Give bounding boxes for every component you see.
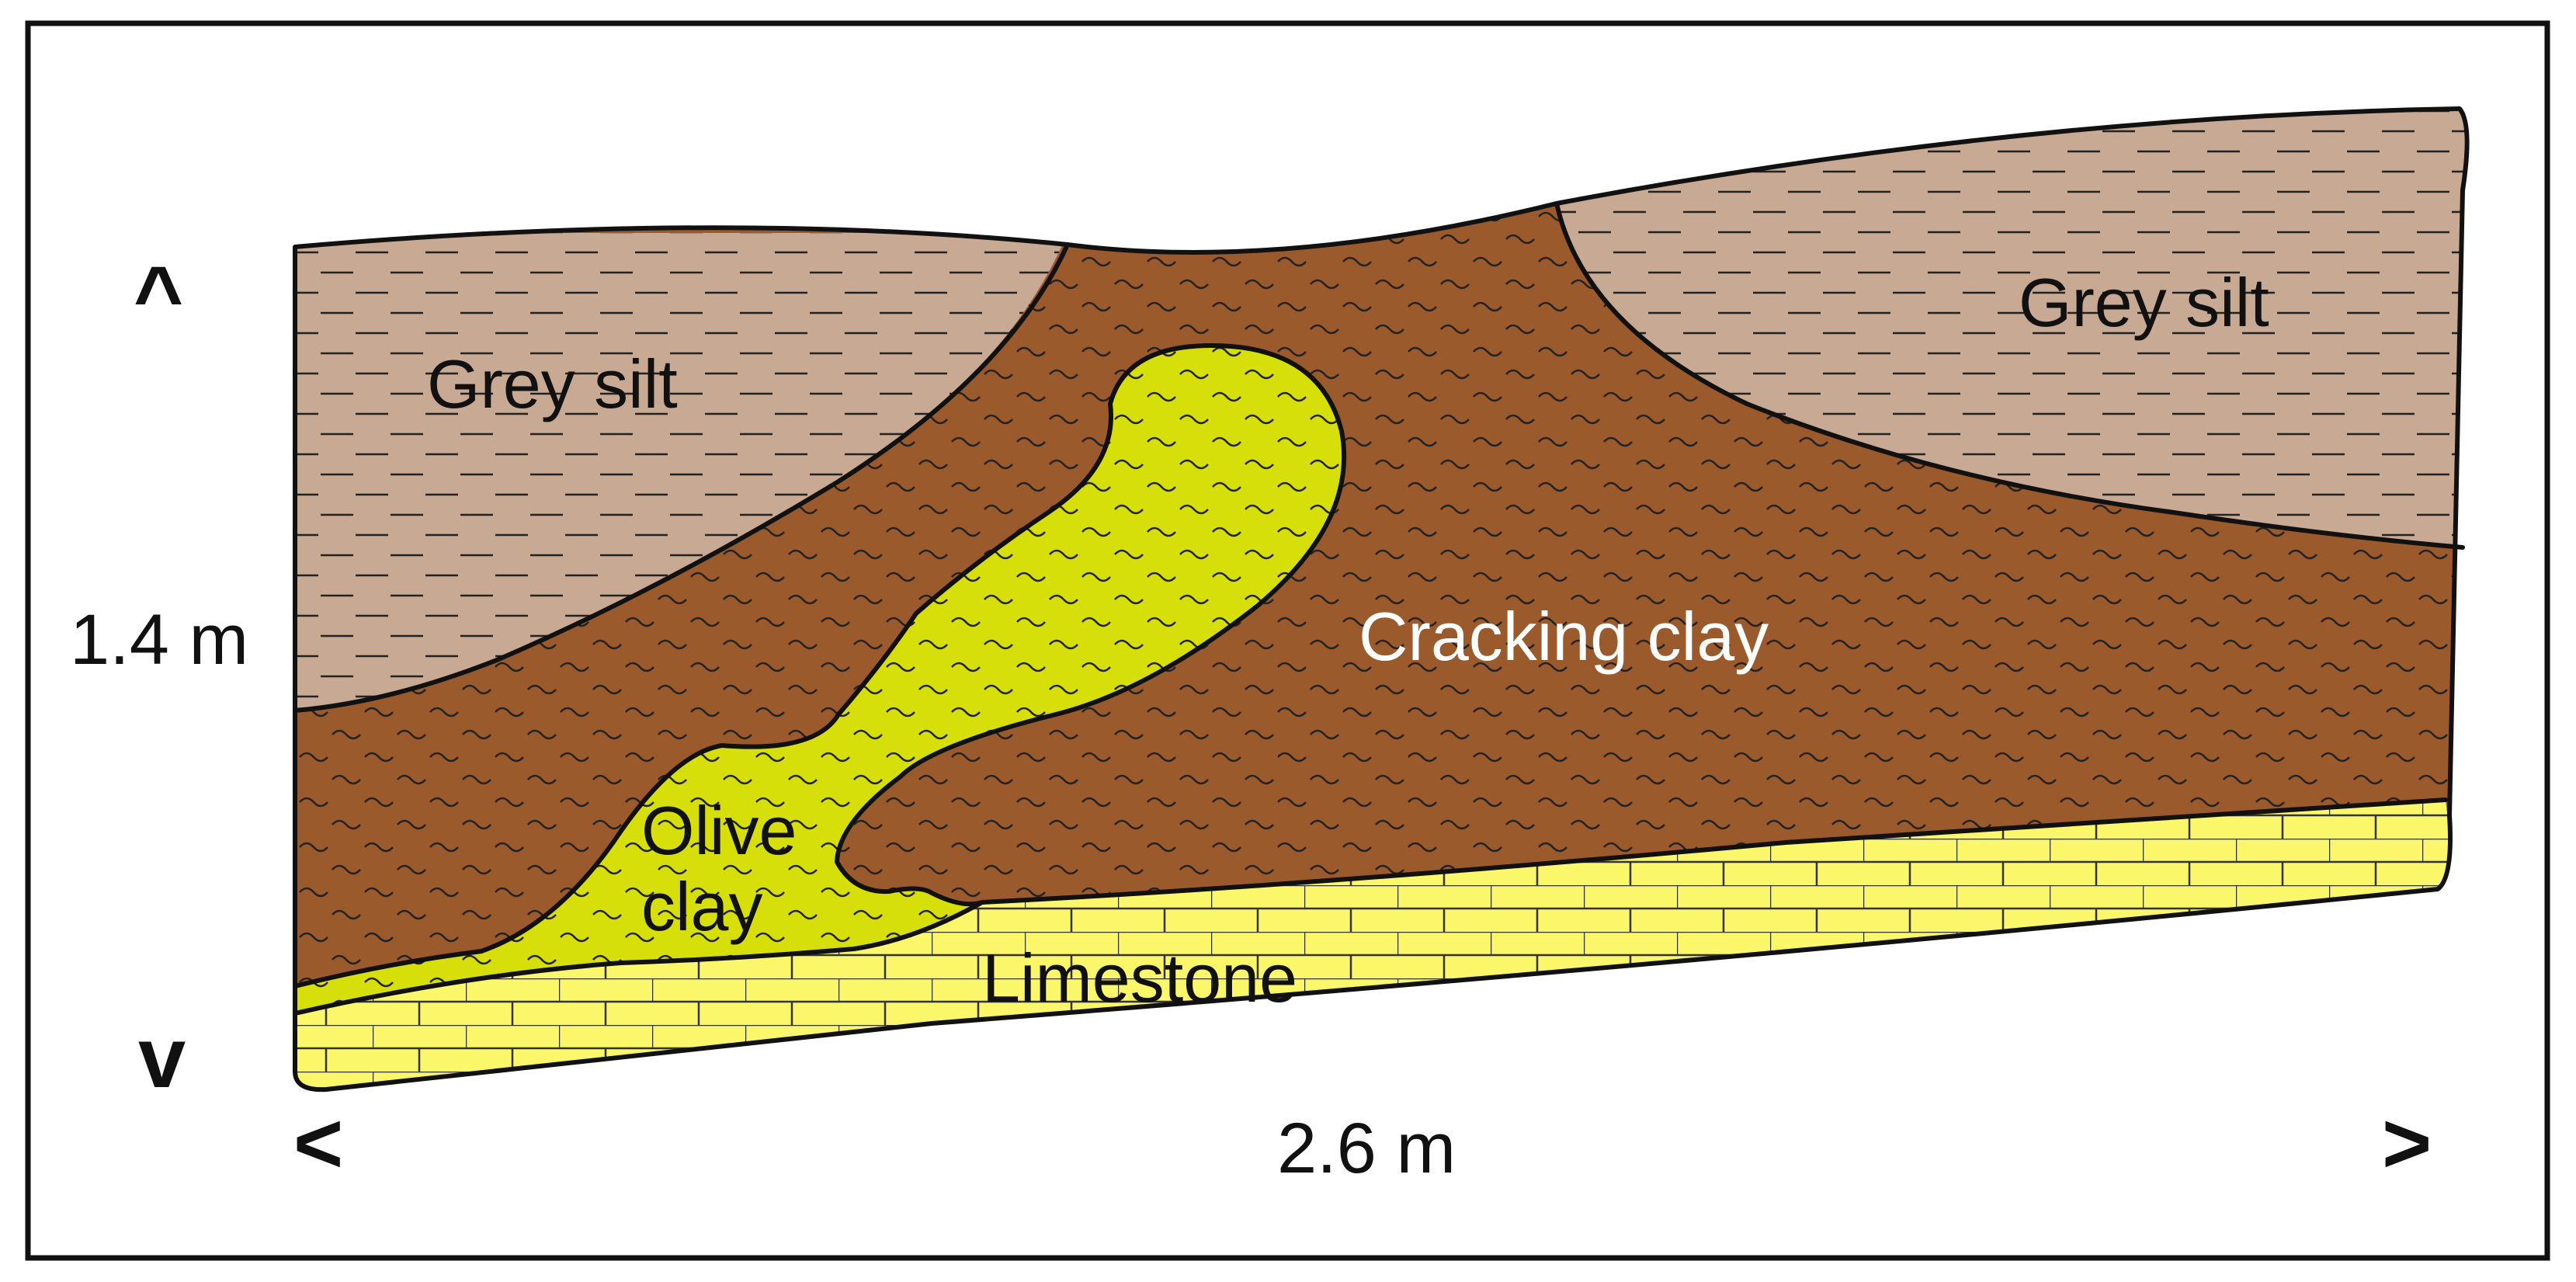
figure-frame	[25, 20, 2550, 1261]
limestone-boundary	[293, 797, 2448, 1016]
olive-clay-label-line2: clay	[641, 868, 763, 945]
grey-silt-right-boundary	[1554, 201, 2465, 550]
right-arrow-icon: >	[2382, 1096, 2432, 1191]
left-arrow-icon: <	[293, 1096, 343, 1191]
grey-silt-left-label: Grey silt	[427, 346, 678, 422]
up-arrow-icon: ^	[134, 249, 183, 345]
down-arrow-icon: v	[138, 1010, 186, 1106]
soil-section	[295, 109, 2467, 1090]
layer-boundaries	[293, 106, 2470, 1093]
grey-silt-left-layer	[295, 233, 1068, 710]
olive-clay-layer	[295, 346, 1345, 1013]
section-outline	[293, 106, 2470, 1093]
height-dimension-label: 1.4 m	[70, 600, 248, 679]
limestone-label: Limestone	[982, 940, 1297, 1016]
width-dimension-label: 2.6 m	[1277, 1109, 1456, 1188]
olive-clay-boundary	[293, 343, 1347, 988]
olive-clay-label-line1: Olive	[641, 792, 797, 869]
grey-silt-right-label: Grey silt	[2019, 264, 2269, 341]
cracking-clay-label: Cracking clay	[1359, 598, 1769, 675]
grey-silt-left-boundary	[293, 242, 1070, 713]
grey-silt-right-layer	[1557, 109, 2467, 547]
